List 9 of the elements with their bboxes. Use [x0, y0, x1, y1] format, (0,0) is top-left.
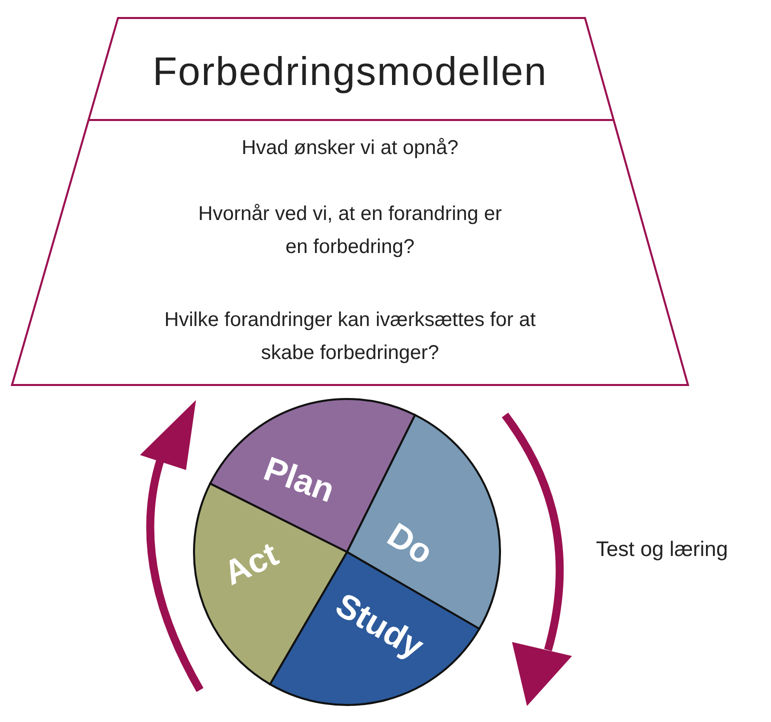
segment-label: Act [218, 535, 284, 594]
cycle-label: Test og læring [596, 538, 728, 562]
segment-label: Plan [258, 450, 340, 512]
trapezoid-box [12, 18, 688, 385]
title: Forbedringsmodellen [152, 50, 548, 95]
question-text: Hvilke forandringer kan iværksættes for at skabe forbedringer? [163, 308, 537, 366]
question-text: Hvad ønsker vi at opnå? [240, 136, 460, 161]
question-text: Hvornår ved vi, at en forandring er en forbedring? [197, 202, 503, 260]
segment-label: Do [380, 516, 440, 574]
